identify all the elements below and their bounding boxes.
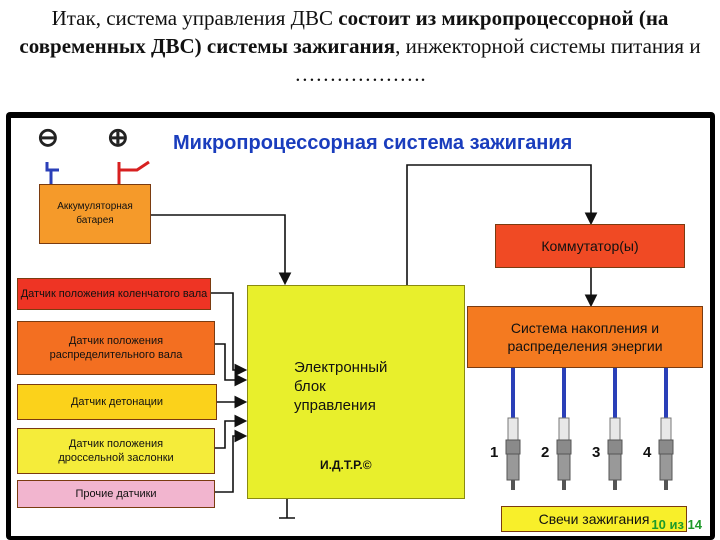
plug-number: 3 (592, 444, 601, 461)
sensor-crankshaft: Датчик положения коленчатого вала (17, 278, 211, 310)
battery-box: Аккумуляторная батарея (39, 184, 151, 244)
slide-caption: Итак, система управления ДВС состоит из … (6, 4, 714, 88)
plug-number: 2 (541, 444, 550, 461)
distribution-label: Системa накопления и распределения энерг… (507, 320, 663, 354)
spark-plug-1-icon (505, 417, 521, 490)
battery-label: Аккумуляторная батарея (57, 201, 133, 226)
battery-to-ecu-line (149, 214, 292, 286)
plug-number: 4 (643, 444, 652, 461)
ecu-to-commutator-line (406, 164, 598, 285)
commutator-label: Коммутатор(ы) (541, 238, 639, 254)
battery-minus-wire (45, 162, 59, 172)
spark-plug-4-icon (658, 417, 674, 490)
caption-text-bold: состоит из микропроцессорной (на совреме… (19, 6, 669, 58)
page-counter: 10 из 14 (651, 517, 702, 532)
spark-plugs-box: Свечи зажигания (501, 506, 687, 532)
battery-plus-wire (117, 160, 150, 172)
ecu-ground (279, 499, 295, 519)
ecu-label: Электронный блок управления (294, 359, 388, 414)
ecu-mark: И.Д.Т.Р.© (320, 458, 372, 472)
sensor-label: Датчик положения коленчатого вала (20, 288, 208, 300)
sensor-knock: Датчик детонации (17, 384, 217, 420)
distribution-box: Системa накопления и распределения энерг… (467, 306, 703, 368)
ignition-diagram: ⊖ ⊕ Микропроцессорная система зажигания … (6, 112, 715, 540)
plug-number: 1 (490, 444, 499, 461)
sensor-other: Прочие датчики (17, 480, 215, 508)
battery-plus-icon: ⊕ (107, 122, 129, 152)
diagram-connections (45, 160, 674, 519)
sensor-arrow-4 (215, 414, 248, 449)
sensor-arrow-5 (215, 429, 248, 493)
spark-plug-3-icon (607, 417, 623, 490)
commutator-box: Коммутатор(ы) (495, 224, 685, 268)
sensor-throttle: Датчик положения дроссельной заслонки (17, 428, 215, 474)
battery-minus-icon: ⊖ (37, 122, 59, 152)
sensor-label: Датчик детонации (70, 396, 164, 408)
diagram-panel: ⊖ ⊕ Микропроцессорная система зажигания … (11, 118, 710, 536)
sensor-label: Датчик положения дроссельной заслонки (58, 438, 174, 464)
spark-plug-2-icon (556, 417, 572, 490)
sensor-label: Прочие датчики (75, 488, 157, 500)
sensor-arrow-2 (215, 343, 248, 387)
spark-plugs-label: Свечи зажигания (538, 511, 650, 527)
diagram-title: Микропроцессорная система зажигания (173, 132, 573, 154)
ecu-box: Электронный блок управления И.Д.Т.Р.© (247, 285, 465, 499)
caption-text-3: , инжекторной системы питания и ………………. (294, 34, 701, 86)
sensor-camshaft: Датчик положения распределительного вала (17, 321, 215, 375)
sensor-label: Датчик положения распределительного вала (49, 335, 183, 361)
caption-text-1: Итак, система управления ДВС (51, 6, 339, 30)
sensor-arrow-1 (211, 292, 248, 377)
